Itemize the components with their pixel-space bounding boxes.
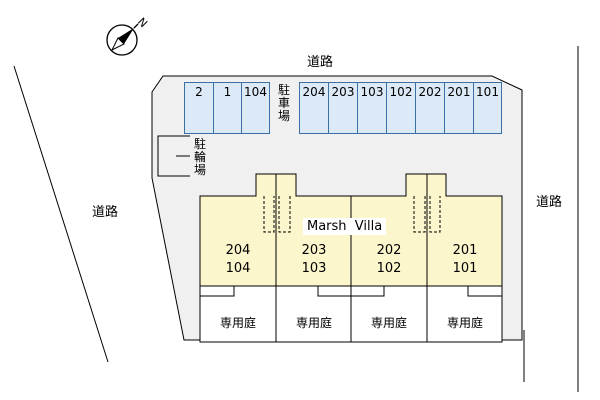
parking-slot: 104	[241, 82, 270, 134]
unit-3-upper: 202	[376, 243, 402, 258]
left-road-edge	[13, 65, 109, 363]
unit-1-upper: 204	[225, 243, 251, 258]
step-3	[351, 286, 385, 297]
unit-3-lower: 102	[376, 261, 402, 276]
bicycle-parking-label: 駐輪場	[193, 137, 206, 177]
parking-slot: 101	[473, 82, 502, 134]
unit-2: 203 103	[276, 242, 352, 278]
unit-4-lower: 101	[452, 261, 478, 276]
stair-outline-1	[263, 196, 275, 233]
unit-3: 202 102	[351, 242, 427, 278]
parking-slot: 201	[444, 82, 473, 134]
unit-2-lower: 103	[301, 261, 327, 276]
parking-label: 駐車場	[277, 83, 290, 123]
road-label-right: 道路	[536, 195, 563, 210]
parking-slot: 203	[328, 82, 357, 134]
stair-outline-2	[278, 196, 291, 233]
unit-2-upper: 203	[301, 243, 327, 258]
parking-slot: 202	[415, 82, 444, 134]
private-garden-3: 専用庭	[370, 316, 407, 330]
parking-slot: 103	[357, 82, 386, 134]
road-label-top: 道路	[307, 55, 334, 70]
private-garden-4: 専用庭	[446, 316, 483, 330]
parking-slot: 2	[184, 82, 213, 134]
road-label-left: 道路	[92, 205, 119, 220]
unit-1: 204 104	[200, 242, 276, 278]
parking-slot: 1	[213, 82, 241, 134]
step-4	[467, 286, 502, 297]
step-1	[200, 286, 235, 297]
step-2	[317, 286, 351, 297]
unit-4-upper: 201	[452, 243, 478, 258]
compass-north-icon: N	[106, 15, 150, 56]
bicycle-parking-outline	[157, 135, 190, 177]
unit-4: 201 101	[427, 242, 503, 278]
unit-1-lower: 104	[225, 261, 251, 276]
private-garden-1: 専用庭	[219, 316, 256, 330]
parking-slot: 204	[299, 82, 328, 134]
stair-outline-4	[429, 196, 441, 233]
compass-label: N	[135, 15, 150, 30]
building-name: Marsh Villa	[303, 218, 387, 235]
stair-outline-3	[413, 196, 426, 233]
parking-slot: 102	[386, 82, 415, 134]
private-garden-2: 専用庭	[295, 316, 332, 330]
